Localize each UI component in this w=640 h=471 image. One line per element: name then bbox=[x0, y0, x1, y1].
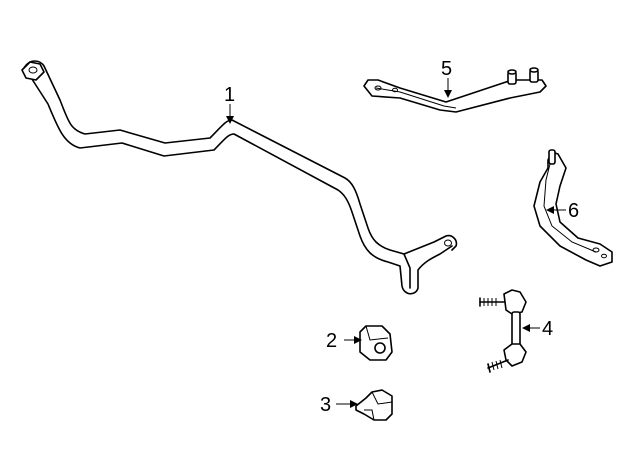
stabilizer-bracket[interactable] bbox=[363, 67, 547, 113]
stabilizer-link[interactable] bbox=[479, 289, 527, 373]
bushing-bracket[interactable] bbox=[355, 389, 393, 421]
stabilizer-bar[interactable] bbox=[21, 60, 458, 295]
callout-leaders bbox=[226, 78, 566, 408]
callout-2-label: 2 bbox=[326, 330, 337, 352]
callout-1-label: 1 bbox=[224, 84, 235, 106]
callout-4-label: 4 bbox=[542, 318, 553, 340]
callout-6-label: 6 bbox=[568, 200, 579, 222]
stabilizer-bushing[interactable] bbox=[359, 325, 393, 361]
callout-3-label: 3 bbox=[320, 394, 331, 416]
callout-5-label: 5 bbox=[441, 58, 452, 80]
side-bracket[interactable] bbox=[533, 149, 613, 267]
